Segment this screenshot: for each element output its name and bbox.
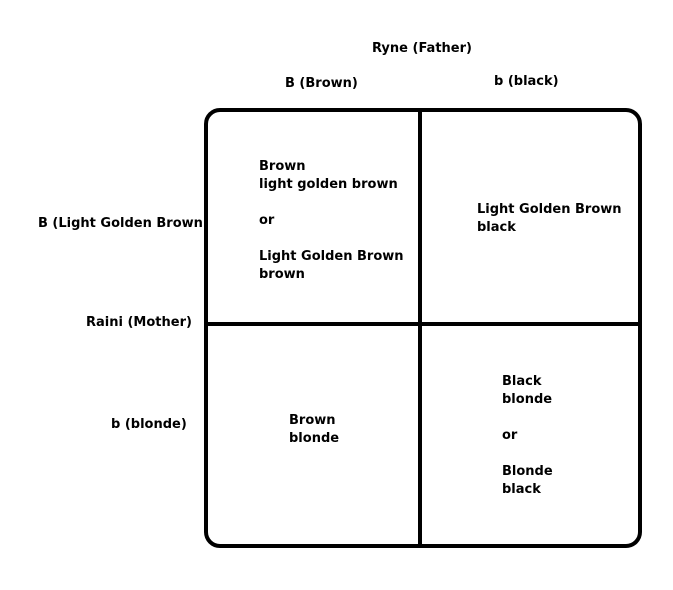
cell-line: black	[502, 482, 541, 497]
grid-vertical-divider	[418, 110, 422, 546]
cell-top-left: Brown light golden brown or Light Golden…	[259, 158, 404, 284]
mother-allele-1: B (Light Golden Brown)	[38, 216, 209, 231]
father-allele-2: b (black)	[494, 74, 559, 89]
cell-line: Brown	[289, 413, 336, 428]
cell-line: Light Golden Brown	[259, 249, 404, 264]
cell-line: blonde	[502, 392, 553, 407]
grid-horizontal-divider	[206, 322, 638, 326]
cell-top-right: Light Golden Brown black	[477, 201, 622, 237]
cell-bottom-right: Black blonde or Blonde black	[502, 373, 553, 499]
cell-line	[502, 409, 553, 427]
cell-line	[259, 194, 404, 212]
cell-line	[502, 445, 553, 463]
cell-line: Light Golden Brown	[477, 202, 622, 217]
punnett-square-grid	[204, 108, 642, 548]
cell-line: Black	[502, 374, 542, 389]
father-allele-1: B (Brown)	[285, 76, 358, 91]
father-title: Ryne (Father)	[372, 41, 472, 56]
cell-line: or	[259, 213, 275, 228]
cell-line: or	[502, 428, 518, 443]
cell-line: Brown	[259, 159, 306, 174]
cell-bottom-left: Brown blonde	[289, 412, 339, 448]
mother-allele-2: b (blonde)	[111, 417, 187, 432]
cell-line: light golden brown	[259, 177, 398, 192]
cell-line	[259, 230, 404, 248]
cell-line: brown	[259, 267, 305, 282]
cell-line: blonde	[289, 431, 340, 446]
cell-line: black	[477, 220, 516, 235]
cell-line: Blonde	[502, 464, 553, 479]
mother-title: Raini (Mother)	[86, 315, 192, 330]
